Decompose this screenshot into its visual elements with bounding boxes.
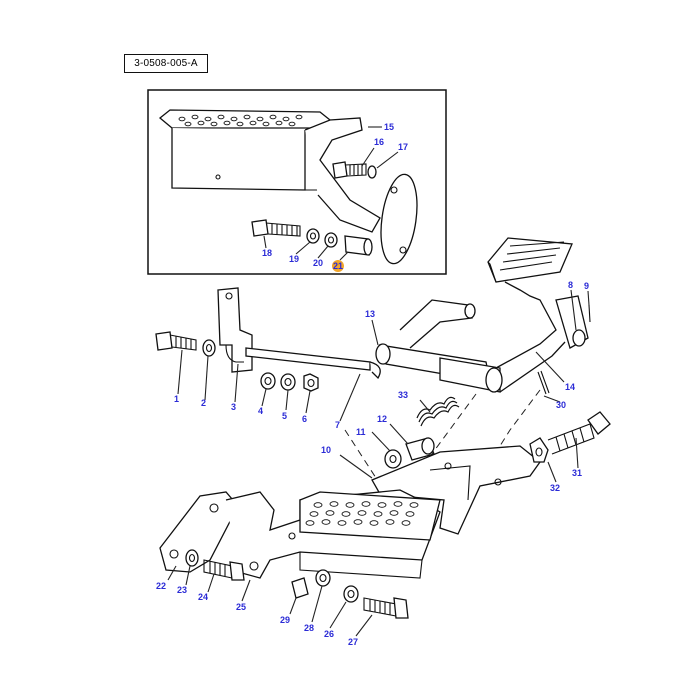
- callout-9[interactable]: 9: [584, 281, 589, 291]
- pin-30: [537, 370, 550, 395]
- callout-32[interactable]: 32: [550, 483, 560, 493]
- callout-11[interactable]: 11: [356, 427, 366, 437]
- callout-28[interactable]: 28: [304, 623, 314, 633]
- callout-21-highlight: [332, 260, 344, 272]
- callout-16[interactable]: 16: [374, 137, 384, 147]
- inset-footplate: [158, 109, 418, 265]
- leader-lines: [167, 126, 590, 637]
- callout-27[interactable]: 27: [348, 637, 358, 647]
- callout-2[interactable]: 2: [201, 398, 206, 408]
- callout-21[interactable]: 21: [333, 261, 343, 271]
- inset-frame: [147, 89, 447, 275]
- bolt-12: [384, 437, 435, 469]
- callout-5[interactable]: 5: [282, 411, 287, 421]
- washers-4-5-nut-6: [260, 372, 319, 392]
- callout-23[interactable]: 23: [177, 585, 187, 595]
- callout-14[interactable]: 14: [565, 382, 575, 392]
- bolt-31: [529, 411, 611, 463]
- pedal-shaft-13: [375, 281, 566, 393]
- callout-6[interactable]: 6: [302, 414, 307, 424]
- callout-13[interactable]: 13: [365, 309, 375, 319]
- callout-24[interactable]: 24: [198, 592, 208, 602]
- bolt-27: [291, 569, 409, 619]
- callout-1[interactable]: 1: [174, 394, 179, 404]
- inset-bolt-18: [251, 219, 373, 256]
- rod-7: [245, 347, 381, 380]
- bolt-1: [155, 331, 216, 357]
- callout-26[interactable]: 26: [324, 629, 334, 639]
- inset-bolt-16: [332, 161, 377, 179]
- bolt-24: [185, 549, 245, 581]
- callout-7[interactable]: 7: [335, 420, 340, 430]
- reference-code-label: 3-0508-005-A: [124, 54, 208, 73]
- callout-29[interactable]: 29: [280, 615, 290, 625]
- bracket-3: [217, 287, 253, 373]
- callout-31[interactable]: 31: [572, 468, 582, 478]
- callout-10[interactable]: 10: [321, 445, 331, 455]
- callout-15[interactable]: 15: [384, 122, 394, 132]
- callout-30[interactable]: 30: [556, 400, 566, 410]
- callout-18[interactable]: 18: [262, 248, 272, 258]
- lower-footplate: [159, 489, 441, 579]
- callout-19[interactable]: 19: [289, 254, 299, 264]
- callout-12[interactable]: 12: [377, 414, 387, 424]
- callout-17[interactable]: 17: [398, 142, 408, 152]
- spring-33: [416, 396, 460, 427]
- callout-33[interactable]: 33: [398, 390, 408, 400]
- callout-8[interactable]: 8: [568, 280, 573, 290]
- callout-3[interactable]: 3: [231, 402, 236, 412]
- callout-20[interactable]: 20: [313, 258, 323, 268]
- callout-25[interactable]: 25: [236, 602, 246, 612]
- callout-22[interactable]: 22: [156, 581, 166, 591]
- brake-pedal-pad: [487, 237, 591, 349]
- callout-4[interactable]: 4: [258, 406, 263, 416]
